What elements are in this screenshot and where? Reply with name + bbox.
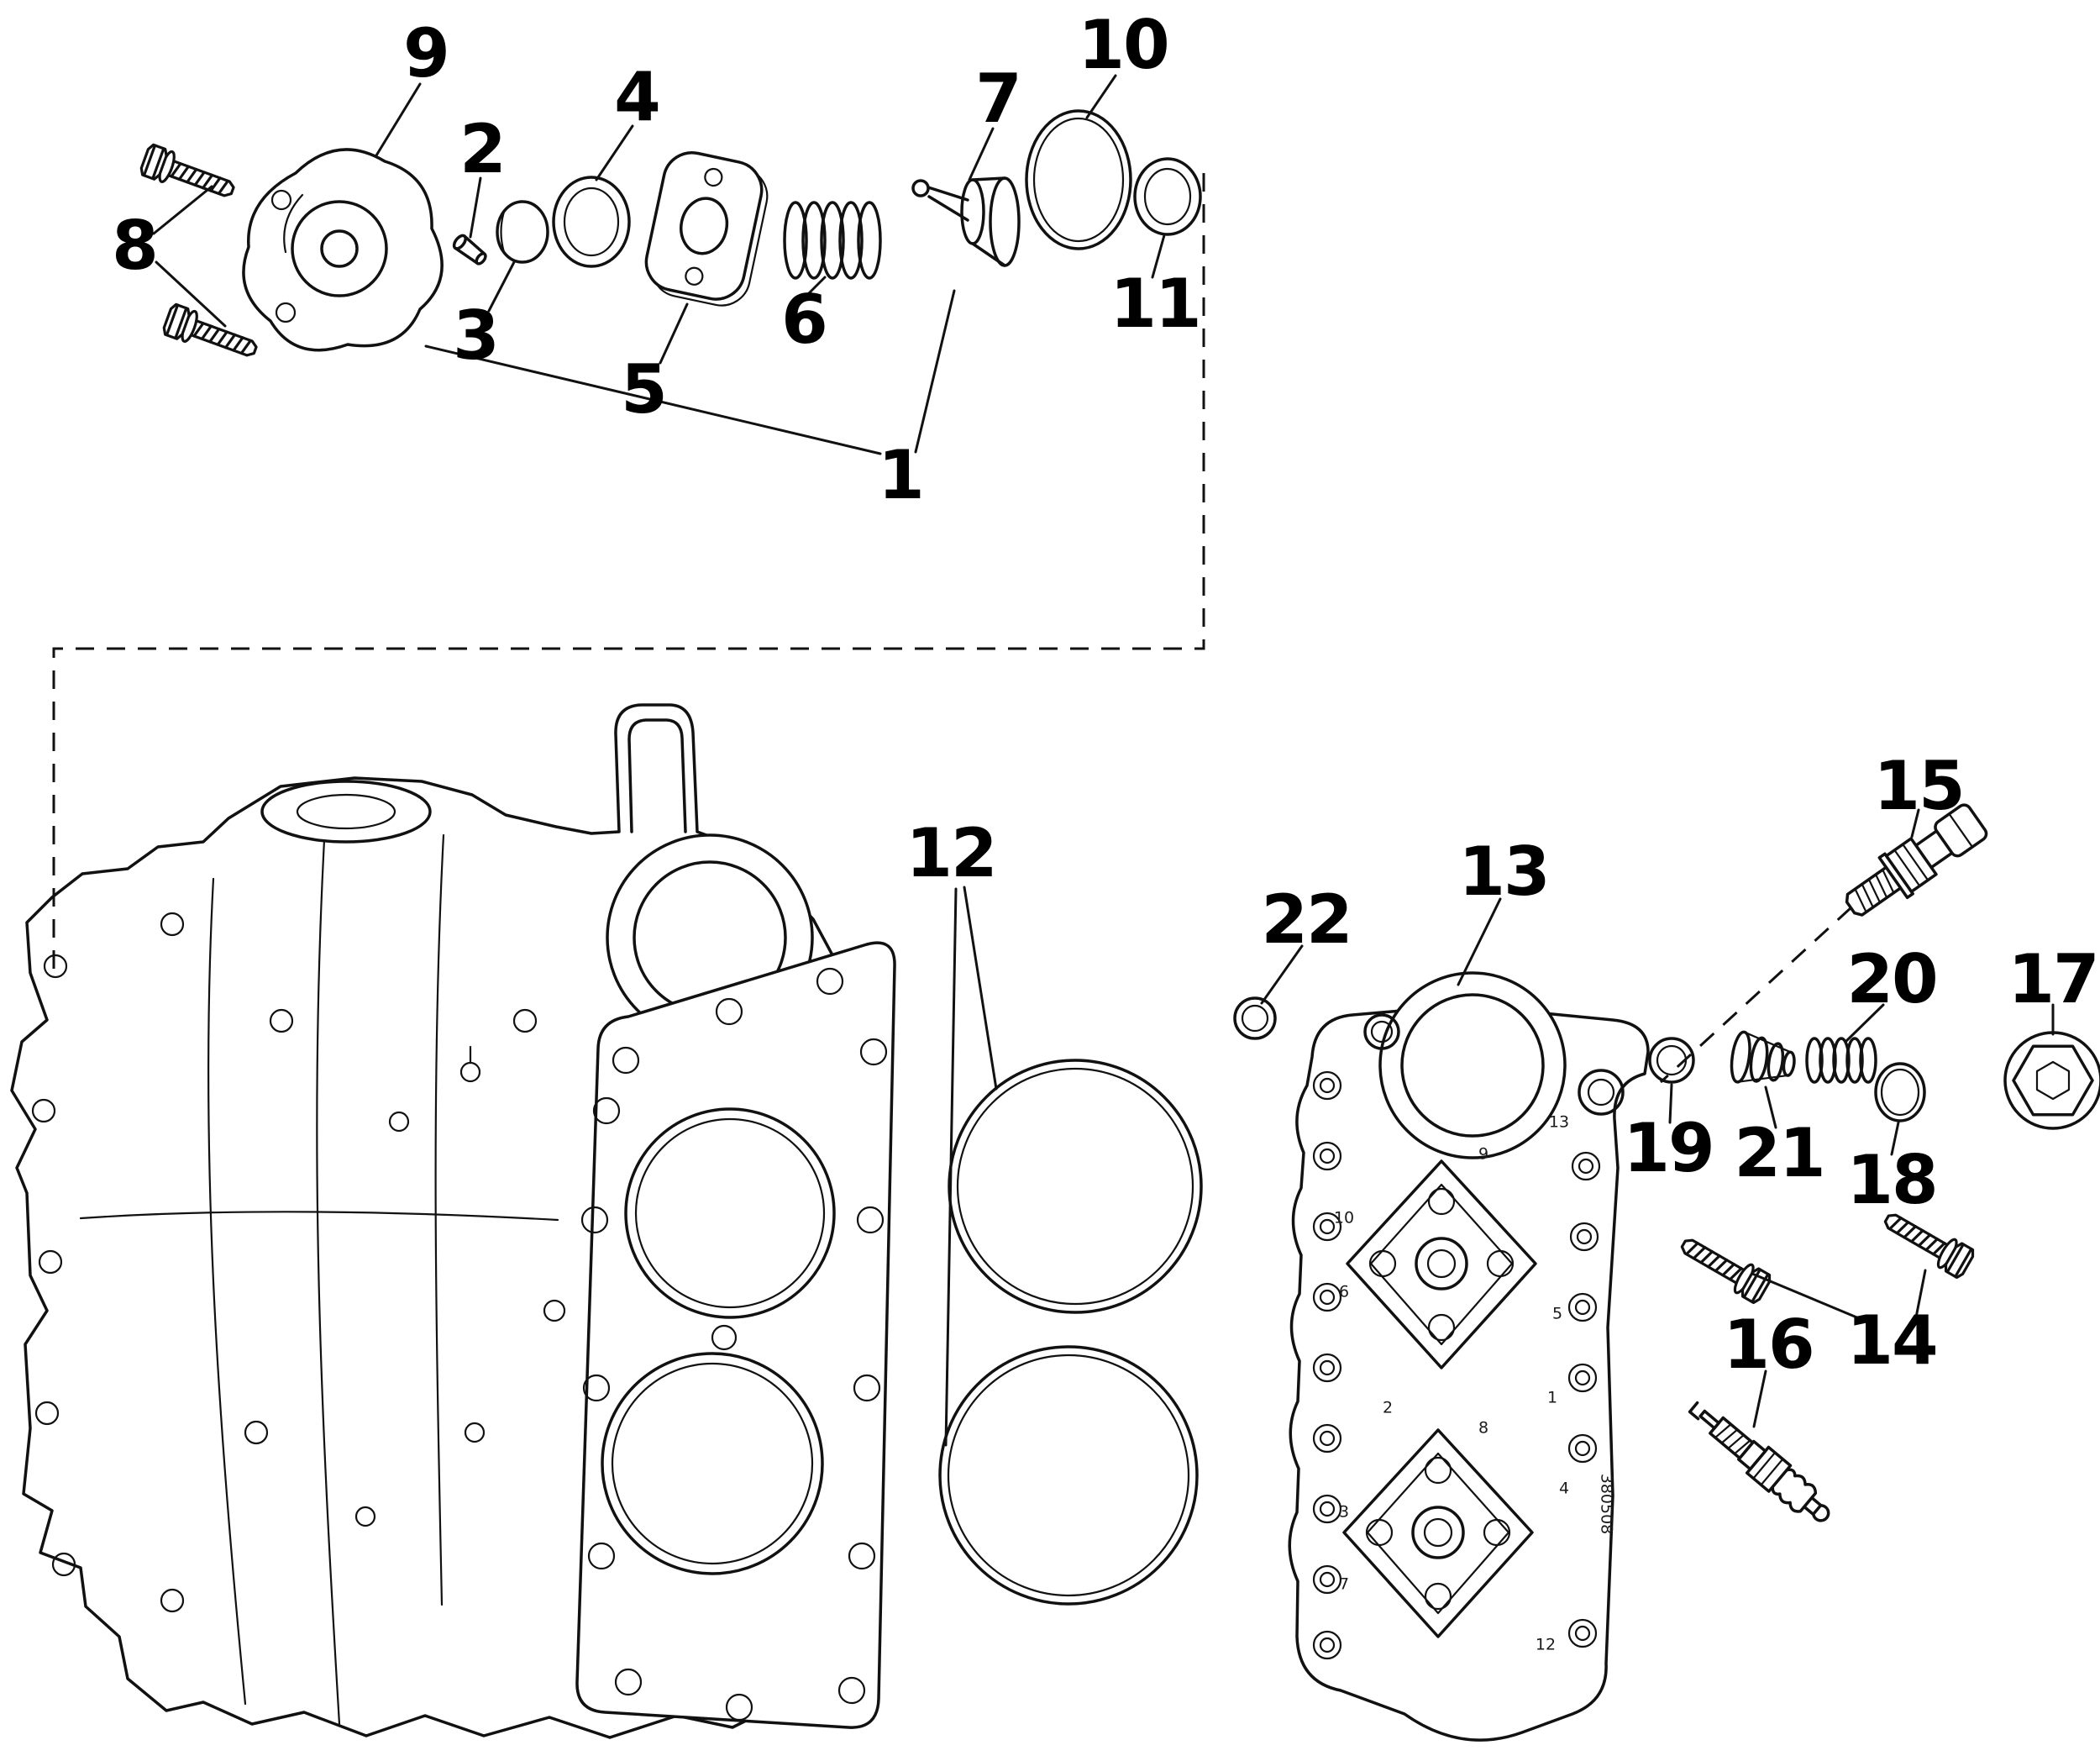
callout-9: 9 [403,14,450,92]
thermostat-valve [911,176,1021,267]
cast-mark: 13 [1548,1112,1570,1132]
callout-5: 5 [621,350,668,428]
cast-mark: 12 [1535,1635,1557,1654]
sensor-port [1578,1069,1625,1116]
callout-2: 2 [459,110,507,188]
spark-plug [1688,1401,1830,1522]
lifting-eye [627,718,687,833]
callout-21: 21 [1734,1114,1825,1192]
cylinder-head [1288,971,1650,1742]
thermostat-housing-plate [644,151,769,307]
head-bolts [1674,1203,1977,1306]
callout-14: 14 [1846,1301,1938,1380]
callout-15: 15 [1873,747,1965,825]
head-cylinder-boss [1378,971,1567,1159]
callout-22: 22 [1261,880,1352,959]
callout-10: 10 [1078,6,1169,84]
plug-cap [2003,1031,2100,1130]
callout-3: 3 [453,297,500,375]
seal-cup [1133,157,1202,236]
callout-12: 12 [906,814,997,892]
callout-19: 19 [1623,1109,1714,1187]
callout-7: 7 [975,60,1022,138]
thermostat-cover-bolts [138,142,262,367]
diaphragm [552,176,631,268]
cast-mark: 2 [1382,1398,1394,1417]
o-ring-large [1025,109,1132,250]
cast-mark: 3 [1338,1502,1350,1522]
callout-18: 18 [1846,1141,1938,1219]
o-ring-small [1233,996,1277,1040]
leader-lines [152,74,2055,1447]
cylinder-bore [601,1352,824,1575]
cast-mark: 7 [1338,1574,1350,1594]
cast-mark: 1 [1546,1388,1558,1407]
callout-8: 8 [112,207,159,285]
callout-1: 1 [878,436,925,514]
thermostat-cover [242,148,444,352]
cast-mark: 6 [1338,1282,1350,1301]
cylinder-bore [624,1107,836,1319]
callout-13: 13 [1458,833,1550,911]
cast-mark: 380508 [1597,1473,1616,1535]
callout-16: 16 [1723,1306,1814,1384]
thermostat-spring [783,201,882,280]
callout-6: 6 [781,281,828,359]
head-gasket [575,941,896,1729]
cast-mark: 9 [1478,1144,1489,1164]
relief-spring [1805,1037,1877,1084]
grease-nipple [459,1045,481,1083]
callout-20: 20 [1846,940,1938,1018]
callout-4: 4 [614,58,661,136]
cylinder-o-rings [938,1059,1203,1606]
thermostat-insert [1730,1030,1796,1084]
callout-17: 17 [2008,940,2099,1018]
callout-11: 11 [1110,265,1201,343]
dashed-reference-lines [52,173,1853,1084]
cast-mark: 4 [1558,1479,1570,1498]
cast-mark: 5 [1551,1304,1563,1323]
water-temp-sensor [1845,803,1988,917]
cast-mark: 10 [1333,1208,1355,1227]
pin [452,234,487,265]
seal-disc [496,200,549,264]
o-ring-18 [1874,1062,1926,1122]
o-ring-19 [1648,1037,1695,1084]
cast-mark: 8 [1478,1418,1489,1438]
